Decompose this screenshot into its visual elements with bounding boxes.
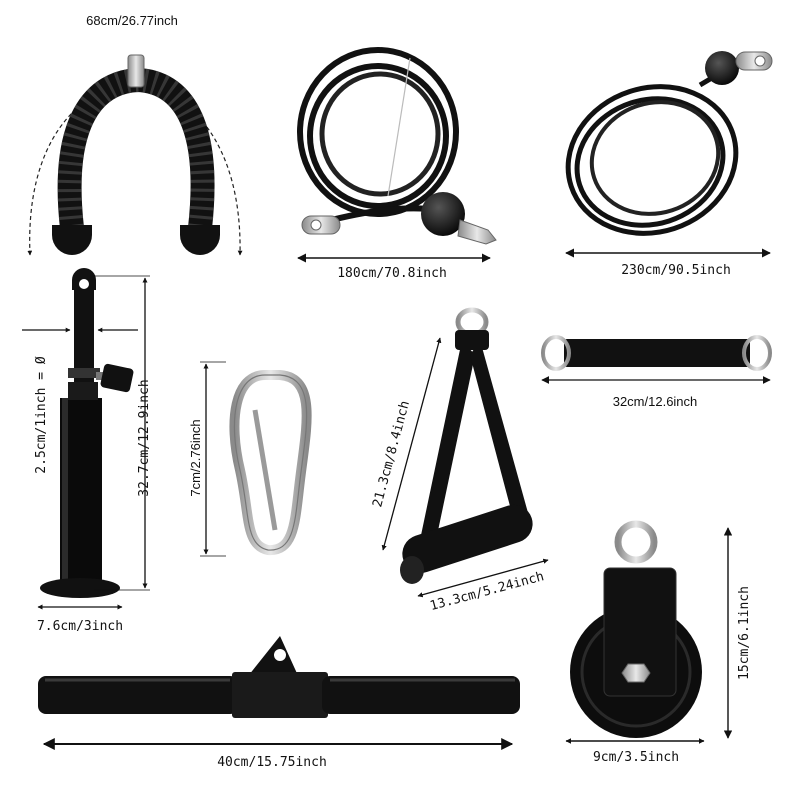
pulley: 15cm/6.1inch 9cm/3.5inch <box>565 520 752 765</box>
cable-230-stopper <box>705 51 739 85</box>
handle-grip <box>402 504 533 573</box>
pulley-height-label: 15cm/6.1inch <box>737 586 752 680</box>
loading-pin-diameter-label: 2.5cm/1inch = Ø <box>34 356 49 474</box>
pulley-bolt <box>621 663 651 683</box>
rope-length-label: 68cm/26.77inch <box>86 13 178 28</box>
ankle-strap: 32cm/12.6inch <box>541 335 772 409</box>
carabiner: 7cm/2.76inch <box>188 361 312 557</box>
stirrup-handle: 21.3cm/8.4inch 13.3cm/5.24inch <box>370 307 549 614</box>
loading-pin-height-label: 32.7cm/12.9inch <box>137 379 152 496</box>
handle-height-label: 21.3cm/8.4inch <box>370 399 413 509</box>
cable-180: 180cm/70.8inch <box>297 47 497 281</box>
handle-width-label: 13.3cm/5.24inch <box>428 569 545 614</box>
loading-pin-base-label: 7.6cm/3inch <box>37 619 123 634</box>
carabiner-gate <box>252 409 278 531</box>
bar-label: 40cm/15.75inch <box>217 755 327 770</box>
rope-clamp <box>127 54 145 88</box>
rope-end-cap-right <box>180 225 220 255</box>
loading-pin: 2.5cm/1inch = Ø 32.7cm/12.9inch 7.6cm/3i… <box>22 268 152 634</box>
cable-180-label: 180cm/70.8inch <box>337 266 447 281</box>
straight-bar: 40cm/15.75inch <box>38 636 520 770</box>
cable-230-label: 230cm/90.5inch <box>621 263 731 278</box>
carabiner-label: 7cm/2.76inch <box>188 419 203 496</box>
loading-pin-base-plate <box>40 578 120 598</box>
pulley-width-label: 9cm/3.5inch <box>593 750 679 765</box>
tricep-rope: 68cm/26.77inch <box>27 13 243 256</box>
ankle-strap-label: 32cm/12.6inch <box>613 394 698 409</box>
cable-stopper-ball <box>421 192 465 236</box>
rope-end-cap-left <box>52 225 92 255</box>
cable-230: 230cm/90.5inch <box>565 51 773 278</box>
loading-pin-knob <box>100 363 134 393</box>
